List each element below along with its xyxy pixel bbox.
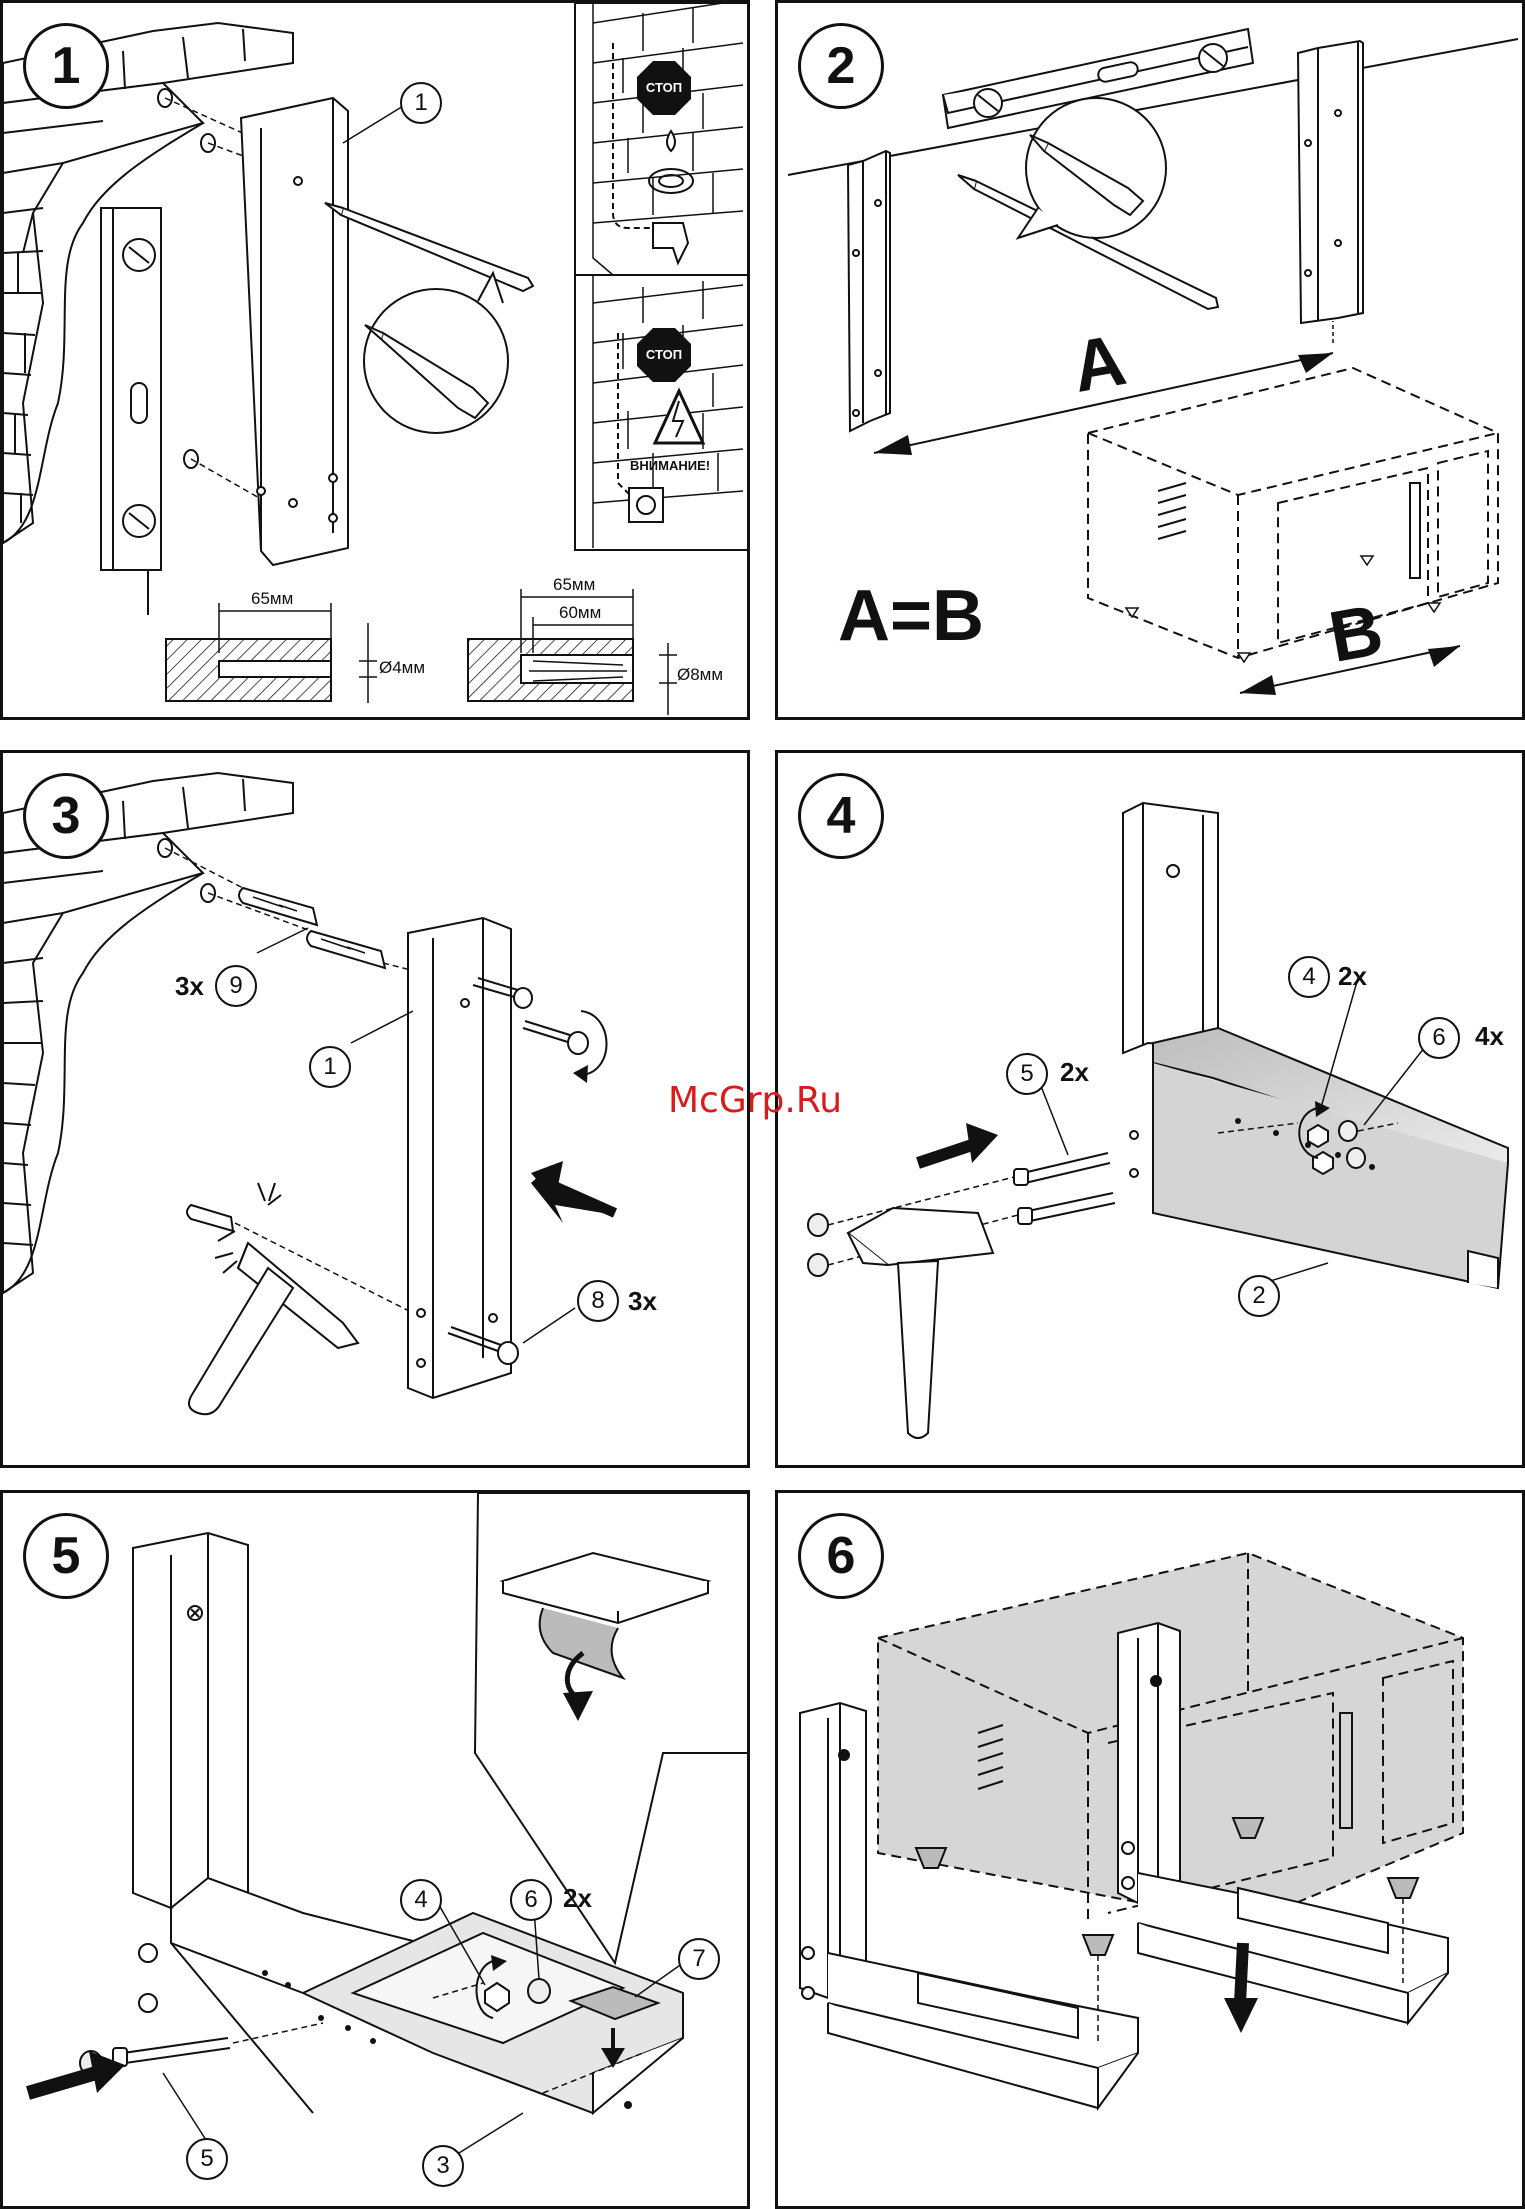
panel-step-1: 1 1 СТОП СТОП ВНИМАНИЕ! 65мм Ø4мм 65мм 6… xyxy=(0,0,750,720)
step-number-6: 6 xyxy=(798,1513,884,1599)
panel-step-4: 4 4 2x 6 4x 5 2x 2 xyxy=(775,750,1525,1468)
stop-sign-electric-label: СТОП xyxy=(636,347,692,362)
qty-bolt: 2x xyxy=(1060,1057,1089,1088)
callout-bolt-5: 5 xyxy=(186,2138,228,2180)
callout-dowel-9: 9 xyxy=(215,965,257,1007)
callout-nut-4: 4 xyxy=(1288,956,1330,998)
panel-step-3: 3 3x 9 1 8 3x xyxy=(0,750,750,1468)
qty-cap: 2x xyxy=(563,1883,592,1914)
qty-screw: 3x xyxy=(628,1286,657,1317)
watermark-text: McGrp.Ru xyxy=(668,1080,842,1121)
warning-label: ВНИМАНИЕ! xyxy=(630,458,710,473)
callout-part-1: 1 xyxy=(400,82,442,124)
step-number-2: 2 xyxy=(798,23,884,109)
stop-sign-water-label: СТОП xyxy=(636,80,692,95)
equation-a-equals-b: A=B xyxy=(838,575,984,657)
step-5-illustration xyxy=(3,1493,750,2209)
callout-cap-6: 6 xyxy=(510,1879,552,1921)
dim-diameter-dowel: Ø8мм xyxy=(677,665,723,685)
callout-nut-4: 4 xyxy=(400,1879,442,1921)
qty-dowel: 3x xyxy=(175,971,204,1002)
step-number-4: 4 xyxy=(798,773,884,859)
step-6-illustration xyxy=(778,1493,1525,2209)
panel-step-6: 6 xyxy=(775,1490,1525,2209)
panel-step-5: 5 4 6 2x 7 5 3 xyxy=(0,1490,750,2209)
dim-diameter-screw: Ø4мм xyxy=(379,658,425,678)
callout-bracket-1: 1 xyxy=(309,1046,351,1088)
step-4-illustration xyxy=(778,753,1525,1468)
callout-screw-8: 8 xyxy=(577,1280,619,1322)
panel-step-2: 2 A B A=B xyxy=(775,0,1525,720)
step-number-1: 1 xyxy=(23,23,109,109)
callout-bolt-5: 5 xyxy=(1006,1053,1048,1095)
qty-cap: 4x xyxy=(1475,1021,1504,1052)
callout-arm-2: 2 xyxy=(1238,1275,1280,1317)
dim-depth-dowel-inner: 60мм xyxy=(559,603,601,623)
dim-depth-screw: 65мм xyxy=(251,589,293,609)
callout-pad-7: 7 xyxy=(678,1938,720,1980)
callout-cap-6: 6 xyxy=(1418,1017,1460,1059)
step-3-illustration xyxy=(3,753,750,1468)
callout-arm-3: 3 xyxy=(422,2145,464,2187)
qty-nut: 2x xyxy=(1338,961,1367,992)
step-number-5: 5 xyxy=(23,1513,109,1599)
dim-depth-dowel: 65мм xyxy=(553,575,595,595)
step-number-3: 3 xyxy=(23,773,109,859)
